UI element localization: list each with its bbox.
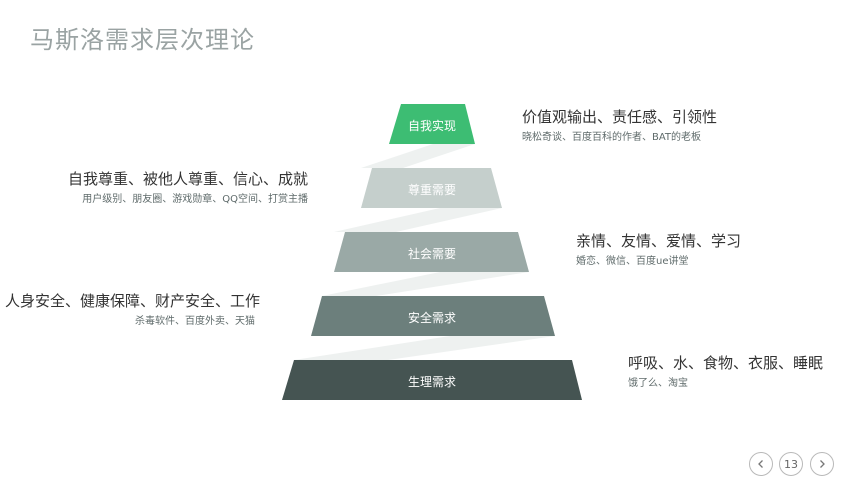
- level-self-actualization: [389, 104, 475, 144]
- note-main: 价值观输出、责任感、引领性: [522, 108, 718, 126]
- level-safety: [311, 296, 555, 336]
- note-main: 人身安全、健康保障、财产安全、工作: [5, 292, 261, 310]
- note-social: 亲情、友情、爱情、学习 婚恋、微信、百度ue讲堂: [576, 230, 741, 268]
- chevron-right-icon: [820, 460, 825, 468]
- note-sub: 杀毒软件、百度外卖、天猫: [135, 316, 255, 327]
- level-label-self-actualization: 自我实现: [407, 119, 456, 133]
- prev-page-button[interactable]: [749, 452, 773, 476]
- note-main: 亲情、友情、爱情、学习: [576, 232, 742, 250]
- page-number: 13: [779, 452, 803, 476]
- level-label-safety: 安全需求: [407, 311, 456, 325]
- connector-4-5: [294, 336, 555, 360]
- page-title: 马斯洛需求层次理论: [30, 26, 255, 54]
- level-esteem: [361, 168, 502, 208]
- next-page-button[interactable]: [810, 452, 834, 476]
- connector-1-2: [361, 144, 475, 168]
- note-safety: 人身安全、健康保障、财产安全、工作 杀毒软件、百度外卖、天猫: [5, 290, 261, 328]
- level-label-esteem: 尊重需要: [407, 183, 456, 197]
- level-label-physiological: 生理需求: [407, 375, 456, 389]
- note-main: 呼吸、水、食物、衣服、睡眠: [628, 354, 824, 372]
- note-sub: 饿了么、淘宝: [628, 378, 688, 389]
- note-main: 自我尊重、被他人尊重、信心、成就: [67, 170, 308, 188]
- level-physiological: [282, 360, 582, 400]
- note-esteem: 自我尊重、被他人尊重、信心、成就 用户级别、朋友圈、游戏勋章、QQ空间、打赏主播: [48, 168, 308, 206]
- note-self-actualization: 价值观输出、责任感、引领性 晓松奇谈、百度百科的作者、BAT的老板: [522, 106, 717, 144]
- level-label-social: 社会需要: [407, 247, 456, 261]
- connector-3-4: [322, 272, 529, 296]
- connector-2-3: [334, 208, 502, 232]
- level-social: [334, 232, 529, 272]
- note-sub: 用户级别、朋友圈、游戏勋章、QQ空间、打赏主播: [82, 194, 308, 205]
- note-physiological: 呼吸、水、食物、衣服、睡眠 饿了么、淘宝: [628, 352, 823, 390]
- chevron-left-icon: [758, 460, 763, 468]
- note-sub: 晓松奇谈、百度百科的作者、BAT的老板: [522, 132, 702, 143]
- note-sub: 婚恋、微信、百度ue讲堂: [576, 256, 689, 267]
